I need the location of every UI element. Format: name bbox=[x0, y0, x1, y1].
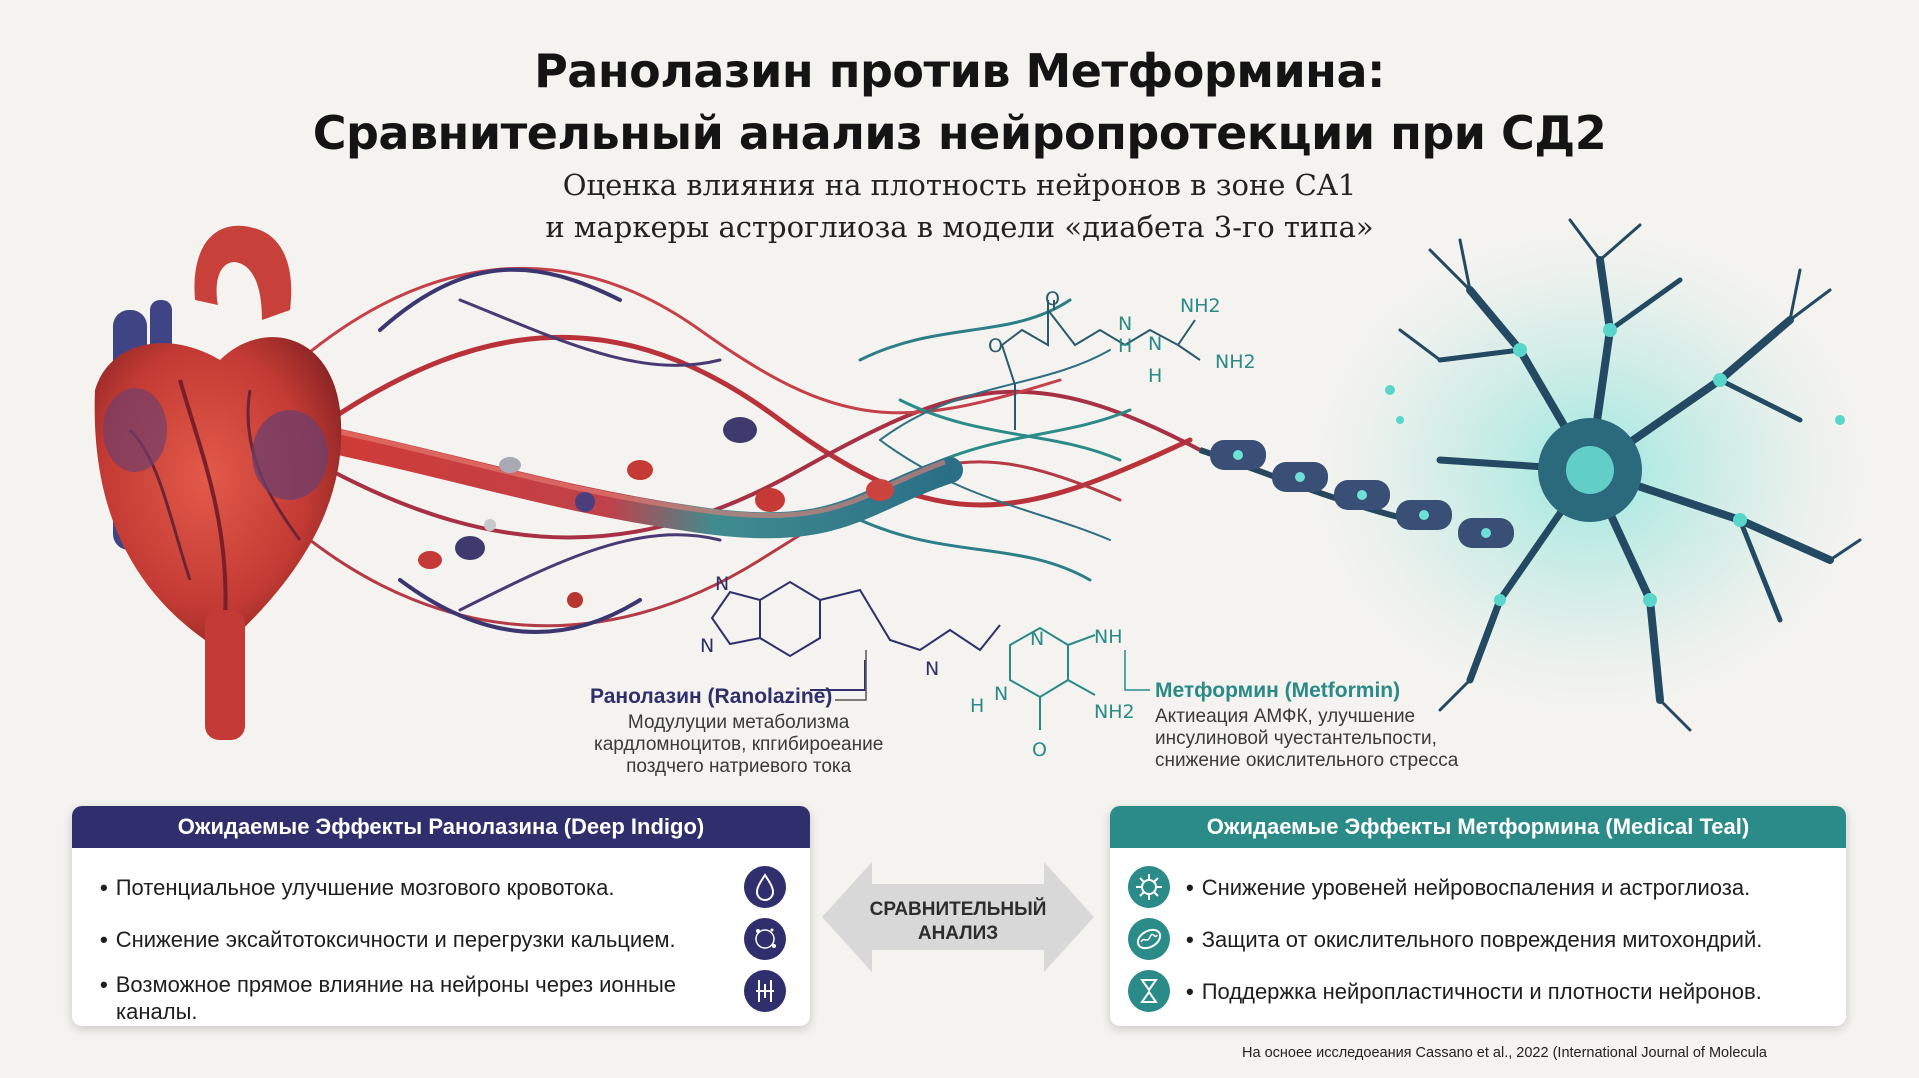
atom: H bbox=[1148, 365, 1162, 387]
atom: O bbox=[1045, 288, 1060, 310]
list-item: •Снижение уровеней нейровоспаления и аст… bbox=[1186, 875, 1751, 900]
ion-channel-icon bbox=[744, 970, 786, 1012]
ranolazine-name: Ранолазин (Ranolazine) bbox=[590, 685, 833, 708]
ranolazine-molecule bbox=[710, 580, 1001, 691]
metformin-desc-line-2: инсулиновой чуестантельпости, bbox=[1155, 728, 1437, 749]
comparison-label: СРАВНИТЕЛЬНЫЙ АНАЛИЗ bbox=[846, 898, 1070, 946]
ranolazine-card-header: Ожидаемые Эффекты Ранолазина (Deep Indig… bbox=[72, 806, 810, 848]
atom: N bbox=[715, 573, 729, 595]
atom: N bbox=[925, 658, 939, 680]
atom: H bbox=[970, 695, 984, 717]
metformin-molecule bbox=[1001, 300, 1201, 430]
list-item-text: Возможное прямое влияние на нейроны чере… bbox=[115, 972, 677, 1024]
ranolazine-label: Ранолазин (Ranolazine) Модулуции метабол… bbox=[590, 686, 883, 778]
atom: N bbox=[1148, 333, 1162, 355]
atom: NH2 bbox=[1094, 701, 1135, 723]
list-item-text: Снижение эксайтотоксичности и перегрузки… bbox=[115, 927, 676, 952]
metformin-label: Метформин (Metformin) Актиеация АМФК, ул… bbox=[1155, 680, 1458, 772]
page-title: Ранолазин против Метформина: Сравнительн… bbox=[0, 40, 1919, 164]
ranolazine-desc: Модулуции метаболизма кардломноцитов, кп… bbox=[590, 712, 883, 778]
atom: H bbox=[1118, 335, 1132, 357]
subtitle-line-1: Оценка влияния на плотность нейронов в з… bbox=[562, 168, 1357, 202]
ranolazine-leader bbox=[835, 650, 867, 701]
subtitle-line-2: и маркеры астроглиоза в модели «диабета … bbox=[545, 210, 1374, 244]
ranolazine-desc-line-2: кардломноцитов, кпгибироеание bbox=[594, 734, 884, 755]
atom: NH bbox=[1094, 626, 1123, 648]
molecule-atoms: O O NH2 N N NH2 H H N N N N NH NH2 N O H bbox=[700, 288, 1256, 761]
calcium-icon bbox=[744, 918, 786, 960]
atom: N bbox=[700, 635, 714, 657]
list-item: •Поддержка нейропластичности и плотности… bbox=[1186, 979, 1762, 1004]
title-line-1: Ранолазин против Метформина: bbox=[534, 44, 1385, 98]
list-item: •Потенциальное улучшение мозгового крово… bbox=[100, 875, 615, 900]
main-vessel bbox=[317, 427, 963, 539]
neuron-spines bbox=[1385, 323, 1845, 607]
comparison-label-line-1: СРАВНИТЕЛЬНЫЙ bbox=[869, 899, 1047, 920]
synapse-icon bbox=[1128, 970, 1170, 1012]
mitochondria-icon bbox=[1128, 918, 1170, 960]
atom: N bbox=[1030, 628, 1044, 650]
ranolazine-desc-line-1: Модулуции метаболизма bbox=[627, 712, 850, 733]
list-item: •Снижение эксайтотоксичности и перегрузк… bbox=[100, 927, 676, 952]
drop-icon bbox=[744, 866, 786, 908]
ranolazine-effects-card: Ожидаемые Эффекты Ранолазина (Deep Indig… bbox=[72, 806, 810, 1026]
comparison-arrow bbox=[822, 862, 1094, 972]
atom: N bbox=[1118, 313, 1132, 335]
metformin-effects-card: Ожидаемые Эффекты Метформина (Medical Te… bbox=[1110, 806, 1846, 1026]
list-item-text: Потенциальное улучшение мозгового кровот… bbox=[115, 875, 615, 900]
atom: N bbox=[994, 683, 1008, 705]
page-subtitle: Оценка влияния на плотность нейронов в з… bbox=[0, 164, 1919, 248]
list-item: •Возможное прямое влияние на нейроны чер… bbox=[100, 972, 677, 1024]
metformin-desc-line-3: снижение окислительного стресса bbox=[1155, 750, 1459, 771]
vessel-network bbox=[298, 266, 1202, 634]
list-item-text: Защита от окислительного повреждения мит… bbox=[1201, 927, 1763, 952]
metformin-name: Метформин (Metformin) bbox=[1155, 679, 1401, 702]
atom: O bbox=[1032, 739, 1047, 761]
microglia-icon bbox=[1128, 866, 1170, 908]
blood-cells bbox=[418, 417, 894, 608]
list-item: •Защита от окислительного повреждения ми… bbox=[1186, 927, 1763, 952]
atom: O bbox=[988, 335, 1003, 357]
neuron-nucleus bbox=[1566, 446, 1614, 494]
metformin-card-header: Ожидаемые Эффекты Метформина (Medical Te… bbox=[1110, 806, 1846, 848]
metformin-desc-line-1: Актиеация АМФК, улучшение bbox=[1155, 706, 1416, 727]
comparison-label-line-2: АНАЛИЗ bbox=[917, 923, 999, 944]
citation: На осноее исследоеания Cassano et al., 2… bbox=[1242, 1045, 1767, 1061]
list-item-text: Снижение уровеней нейровоспаления и астр… bbox=[1201, 875, 1751, 900]
ranolazine-desc-line-3: поздчего натриевого тока bbox=[626, 756, 852, 777]
title-line-2: Сравнительный анализ нейропротекции при … bbox=[312, 106, 1607, 160]
list-item-text: Поддержка нейропластичности и плотности … bbox=[1201, 979, 1762, 1004]
axon bbox=[1199, 440, 1514, 548]
metformin-leader bbox=[1124, 650, 1150, 691]
atom: NH2 bbox=[1215, 351, 1256, 373]
heart-illustration bbox=[94, 225, 342, 740]
pyrimidine-molecule bbox=[1009, 626, 1096, 730]
atom: NH2 bbox=[1180, 295, 1221, 317]
